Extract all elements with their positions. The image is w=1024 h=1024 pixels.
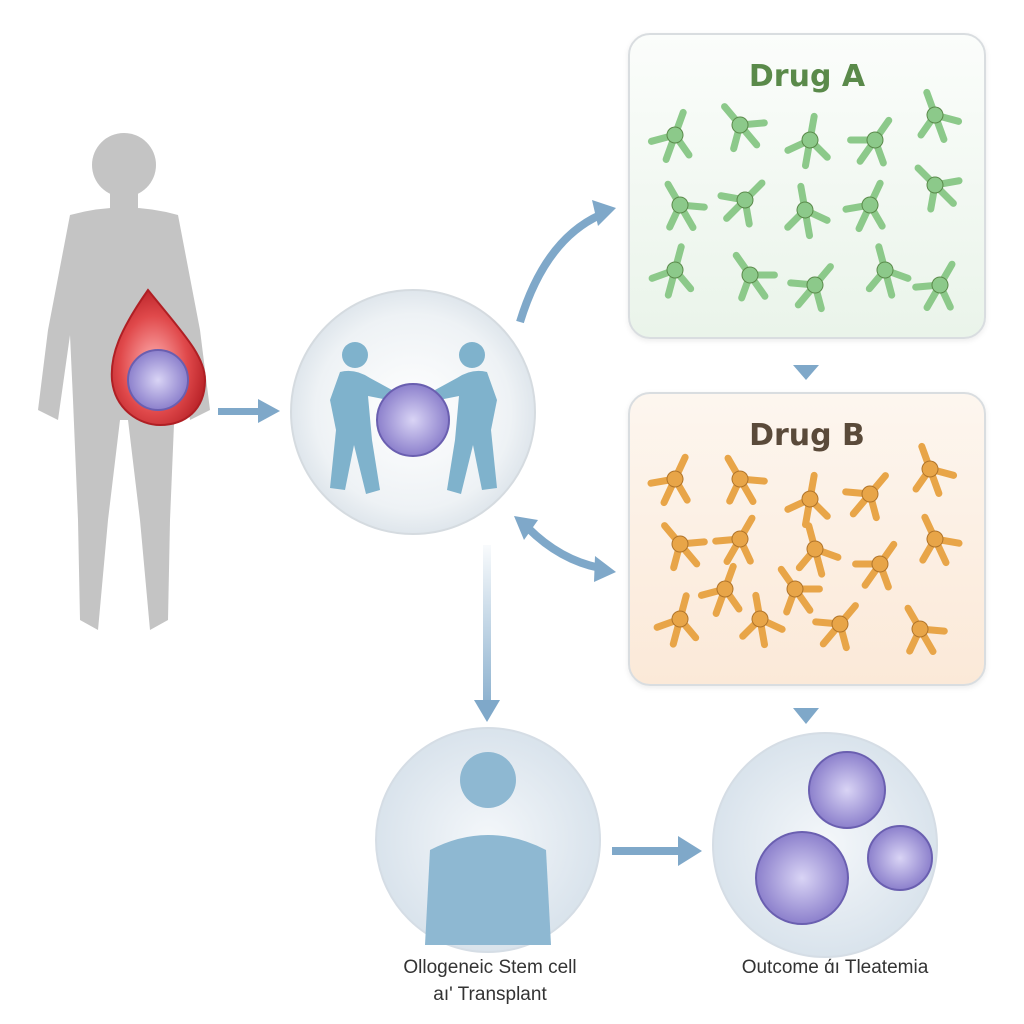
cell-glyph: [717, 179, 766, 228]
cell-glyph: [812, 602, 859, 652]
drug-b-title: Drug B: [749, 418, 865, 453]
transplant-caption-line1: Ollogeneic Stem cell: [403, 957, 577, 978]
cell-glyph: [919, 513, 963, 567]
arrow-to-drug-a: [516, 200, 616, 324]
transplant-circle: [375, 727, 601, 953]
cell-glyph: [648, 243, 695, 299]
cell-glyph: [842, 472, 889, 522]
arrow-transplant-to-outcome: [612, 836, 702, 866]
cell-glyph: [914, 164, 963, 213]
drug-b-cells: [647, 442, 963, 656]
arrow-a-to-b: [793, 365, 819, 380]
transplant-caption: Ollogeneic Stem cell aı' Transplant: [360, 954, 620, 1008]
cell-glyph: [784, 182, 831, 240]
arrow-to-drug-b: [514, 516, 616, 582]
cell-glyph: [724, 454, 768, 506]
drug-b-panel: Drug B: [628, 392, 986, 686]
arrow-patient-to-cells: [218, 399, 280, 423]
drug-a-title: Drug A: [748, 59, 866, 94]
cell-glyph: [917, 88, 963, 143]
arrow-b-to-outcome: [793, 708, 819, 724]
blood-drop-icon: [110, 288, 207, 427]
cell-glyph: [732, 251, 778, 302]
transplant-caption-line2: aı' Transplant: [433, 984, 547, 1005]
cell-glyph: [784, 471, 831, 529]
cell-glyph: [784, 112, 831, 170]
outcome-circle: [712, 732, 938, 958]
cell-glyph: [912, 442, 958, 497]
cell-handover-circle: [290, 289, 536, 535]
cell-glyph: [842, 179, 886, 233]
cell-glyph: [647, 108, 693, 163]
cell-glyph: [647, 453, 691, 507]
cell-glyph: [912, 260, 956, 312]
cell-glyph: [865, 243, 912, 299]
cell-glyph: [847, 116, 893, 167]
cell-glyph: [852, 540, 898, 591]
cell-glyph: [721, 103, 768, 153]
cell-glyph: [653, 592, 700, 648]
drug-a-cells: [647, 88, 963, 313]
cell-glyph: [697, 562, 743, 617]
drug-a-panel: Drug A: [628, 33, 986, 339]
cell-glyph: [777, 565, 823, 616]
cell-glyph: [739, 591, 786, 649]
arrow-to-transplant: [474, 545, 500, 722]
cell-glyph: [795, 522, 842, 578]
outcome-caption: Outcome ɑ́ı Tleatemia: [741, 957, 929, 978]
cell-glyph: [712, 514, 756, 566]
cell-glyph: [664, 180, 708, 232]
cell-glyph: [904, 604, 948, 656]
cell-glyph: [787, 263, 834, 313]
cell-glyph: [661, 522, 708, 572]
